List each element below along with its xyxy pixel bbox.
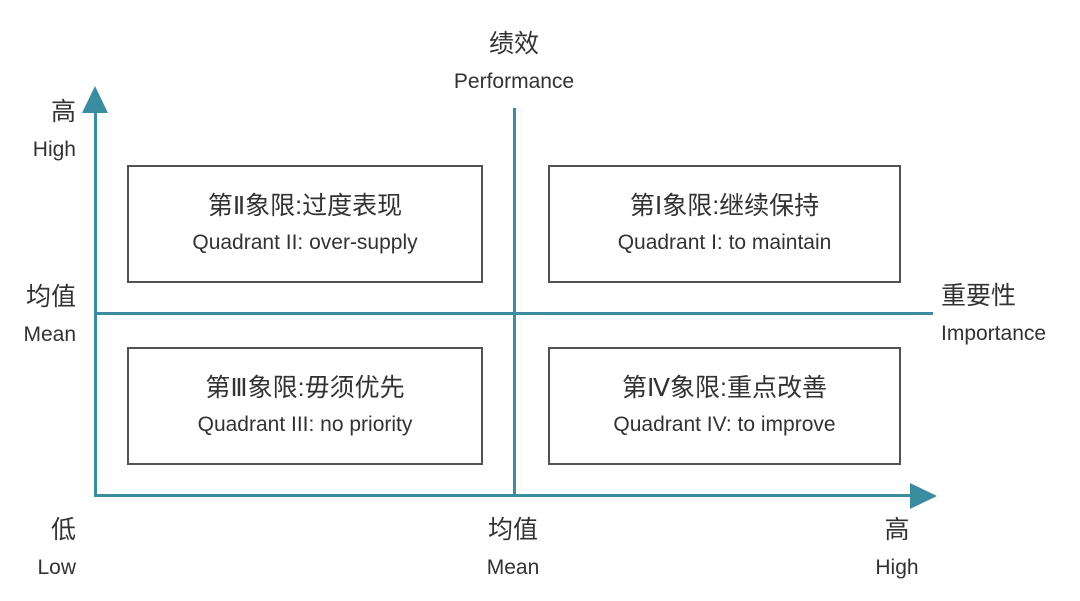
quadrant-1-label-en: Quadrant I: to maintain xyxy=(617,231,832,254)
y-axis-line xyxy=(94,104,97,497)
x-axis-mean-label-en: Mean xyxy=(486,556,540,579)
quadrant-4-box: 第Ⅳ象限:重点改善 Quadrant IV: to improve xyxy=(548,347,901,465)
x-axis-mean-label: 均值 Mean xyxy=(433,512,593,586)
quadrant-2-label-en: Quadrant II: over-supply xyxy=(192,231,418,254)
quadrant-3-label-en: Quadrant III: no priority xyxy=(197,413,413,436)
y-axis-high-label: 高 High xyxy=(0,94,76,168)
performance-mean-line xyxy=(513,108,516,497)
x-axis-arrow-right-icon xyxy=(910,483,937,509)
quadrant-1-label-zh: 第Ⅰ象限:继续保持 xyxy=(629,192,820,220)
quadrant-4-label-zh: 第Ⅳ象限:重点改善 xyxy=(621,374,828,402)
performance-axis-title-en: Performance xyxy=(453,70,575,93)
x-axis-high-label-zh: 高 xyxy=(884,516,910,544)
x-axis-high-label-en: High xyxy=(875,556,919,579)
y-axis-mean-label-en: Mean xyxy=(23,323,76,346)
x-axis-high-label: 高 High xyxy=(817,512,977,586)
performance-axis-title: 绩效 Performance xyxy=(384,26,644,100)
y-axis-high-label-zh: 高 xyxy=(50,98,76,126)
quadrant-2-box: 第Ⅱ象限:过度表现 Quadrant II: over-supply xyxy=(127,165,483,283)
importance-mean-line xyxy=(94,312,933,315)
y-axis-mean-label-zh: 均值 xyxy=(25,283,76,311)
x-axis-mean-label-zh: 均值 xyxy=(487,516,538,544)
origin-low-label-zh: 低 xyxy=(50,516,76,544)
importance-axis-title-zh: 重要性 xyxy=(941,282,1017,310)
y-axis-mean-label: 均值 Mean xyxy=(0,279,76,353)
importance-axis-title: 重要性 Importance xyxy=(941,278,1080,352)
y-axis-arrow-up-icon xyxy=(82,86,108,113)
quadrant-4-label-en: Quadrant IV: to improve xyxy=(613,413,836,436)
origin-low-label: 低 Low xyxy=(0,512,76,586)
quadrant-3-label-zh: 第Ⅲ象限:毋须优先 xyxy=(205,374,405,402)
y-axis-high-label-en: High xyxy=(32,138,76,161)
origin-low-label-en: Low xyxy=(37,556,76,579)
quadrant-3-box: 第Ⅲ象限:毋须优先 Quadrant III: no priority xyxy=(127,347,483,465)
x-axis-line xyxy=(94,494,919,497)
performance-axis-title-zh: 绩效 xyxy=(488,30,539,58)
quadrant-1-box: 第Ⅰ象限:继续保持 Quadrant I: to maintain xyxy=(548,165,901,283)
importance-axis-title-en: Importance xyxy=(941,322,1047,345)
quadrant-2-label-zh: 第Ⅱ象限:过度表现 xyxy=(207,192,403,220)
